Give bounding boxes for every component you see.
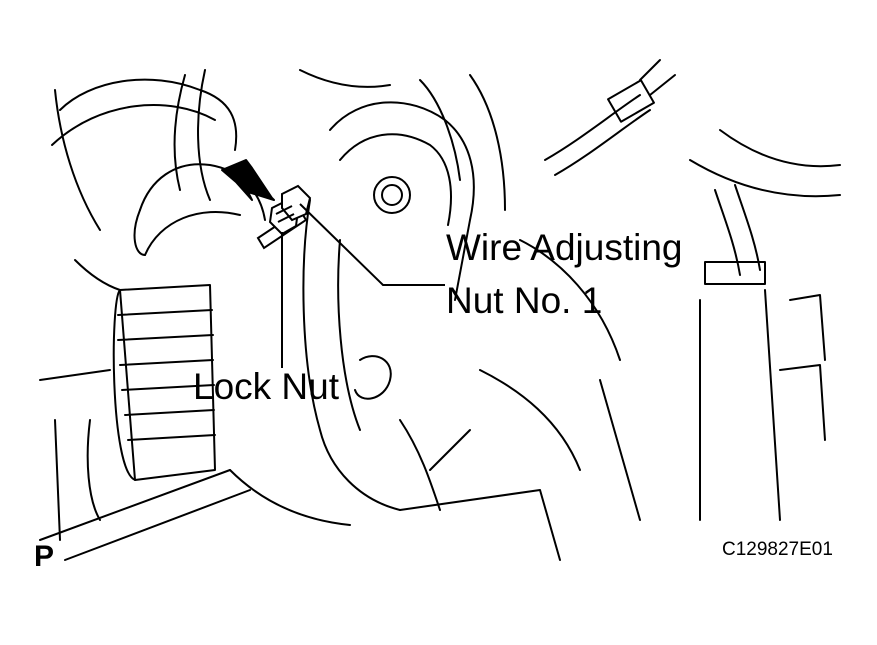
view-marker: P — [34, 540, 55, 573]
upper-left-bracket — [59, 78, 238, 151]
right-cable — [544, 94, 641, 161]
adjusting-rod — [256, 184, 312, 250]
leader-wire-nut — [299, 203, 445, 286]
hose-clip — [704, 261, 766, 285]
central-bracket — [329, 101, 475, 301]
arrow-pointer-icon — [221, 159, 275, 201]
bracket-hole — [373, 176, 411, 214]
label-wire-adjusting: Wire Adjusting — [446, 227, 683, 268]
label-lock-nut: Lock Nut — [193, 366, 340, 407]
label-nut-no-1: Nut No. 1 — [446, 280, 603, 321]
wire-adjusting-nut-hex — [281, 184, 312, 222]
hose-outline — [139, 163, 266, 221]
rubber-boot — [119, 284, 216, 481]
figure-code: C129827E01 — [722, 539, 833, 560]
